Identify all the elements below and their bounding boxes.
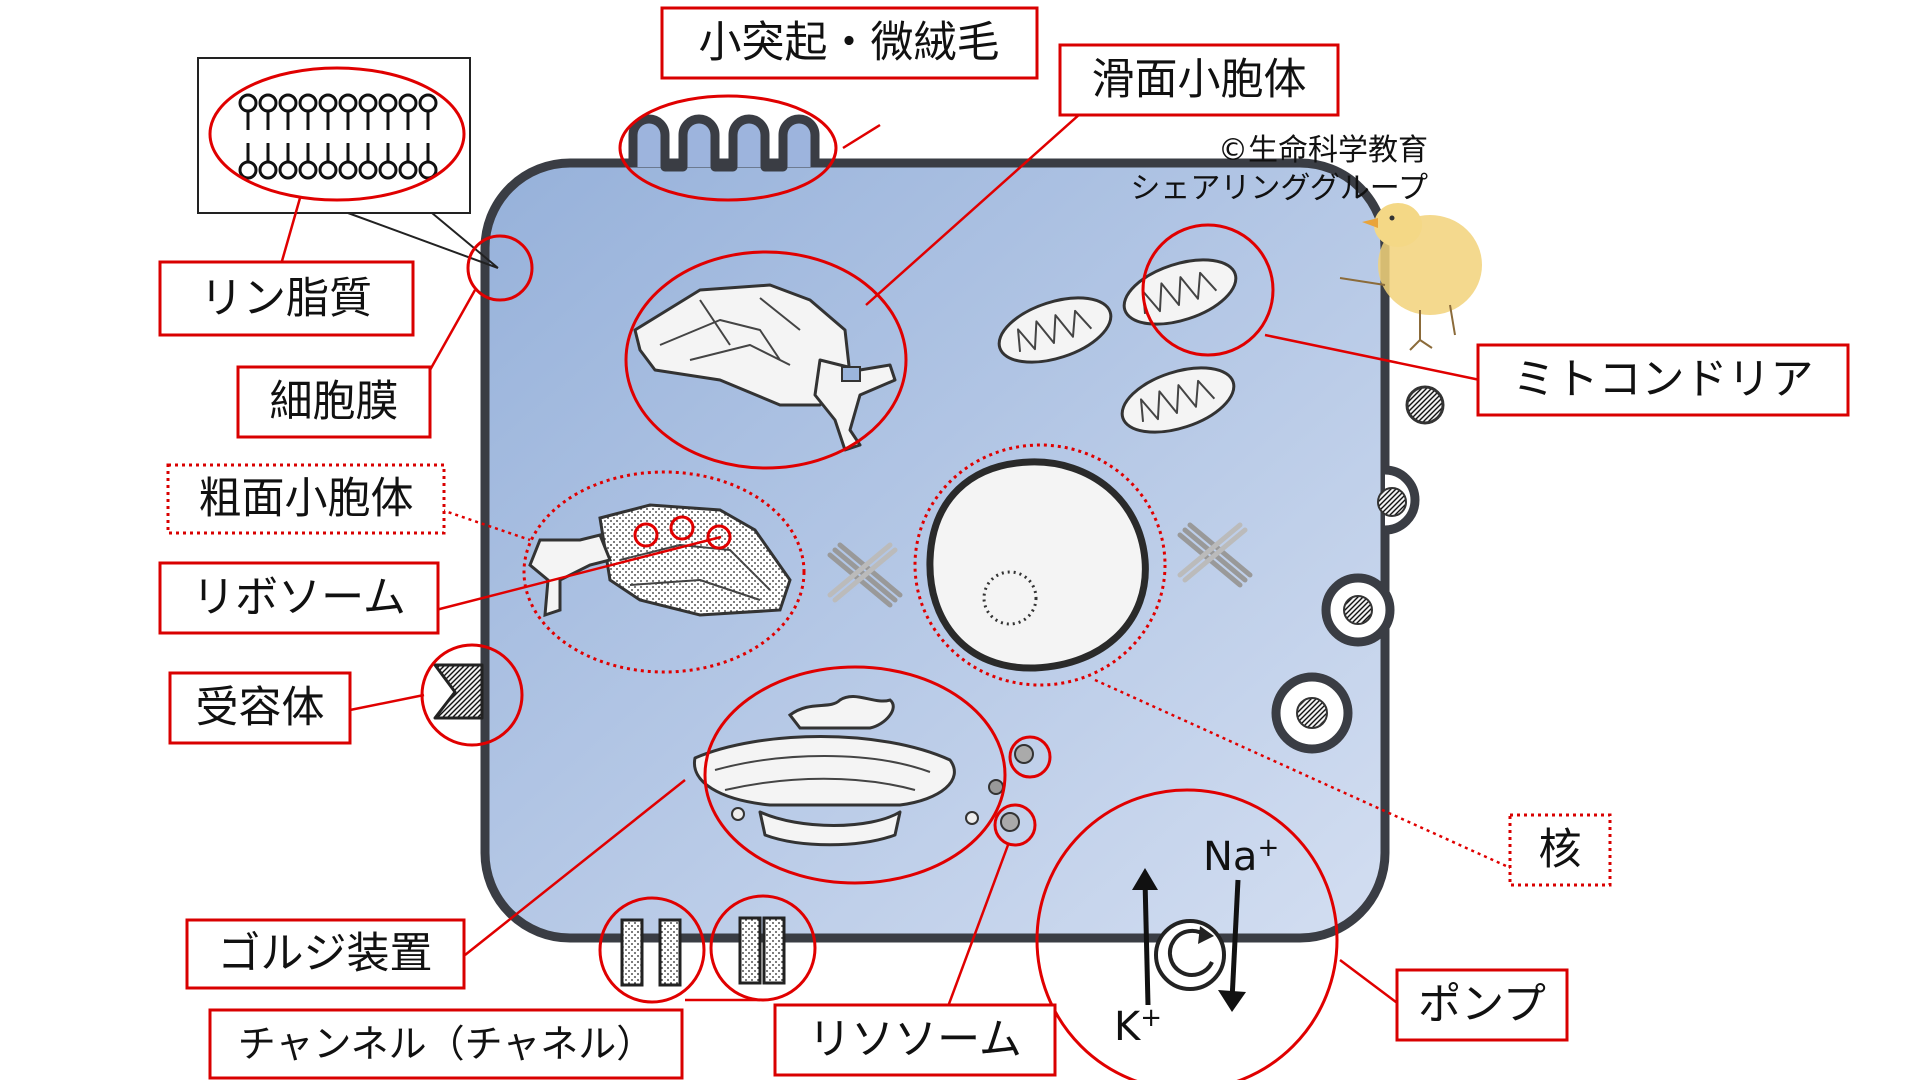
label-receptor-text: 受容体 — [196, 683, 325, 733]
ring-ribosome-3 — [706, 524, 732, 550]
ring-cell-membrane — [466, 234, 534, 302]
label-microvilli: 小突起・微絨毛 — [660, 6, 1039, 80]
golgi-illustration — [692, 694, 1004, 847]
chick-mascot — [1339, 203, 1482, 351]
label-phospholipid-text: リン脂質 — [200, 274, 372, 324]
microvilli-bumps — [628, 114, 820, 172]
centriole-right — [1177, 522, 1253, 588]
label-lysosome: リソソーム — [773, 1003, 1057, 1077]
label-nucleus: 核 — [1508, 813, 1612, 887]
ring-mitochondria — [1141, 223, 1275, 357]
ring-lysosome-1 — [1008, 735, 1052, 779]
ring-pump — [1035, 788, 1339, 1080]
leader-lines — [278, 104, 1516, 1021]
label-cell-membrane: 細胞膜 — [236, 365, 432, 439]
label-ribosome: リボソーム — [158, 561, 440, 635]
centriole-left — [827, 542, 903, 608]
ring-rough-er — [522, 470, 806, 674]
label-cell-membrane-text: 細胞膜 — [270, 377, 399, 427]
phospholipid-inset — [197, 57, 499, 269]
label-rough-er-text: 粗面小胞体 — [199, 474, 414, 524]
copyright-notice: ©生命科学教育 シェアリンググループ — [1130, 133, 1428, 206]
ring-microvilli — [618, 94, 838, 202]
label-mitochondria-text: ミトコンドリア — [1513, 355, 1814, 405]
mitochondria-illustrations — [997, 258, 1238, 434]
label-pump-text: ポンプ — [1418, 980, 1546, 1030]
label-phospholipid: リン脂質 — [158, 260, 415, 337]
nucleus-illustration — [926, 458, 1149, 672]
label-smooth-er: 滑面小胞体 — [1058, 43, 1340, 117]
ring-channel-1 — [598, 896, 706, 1004]
ring-ribosome-2 — [669, 515, 695, 541]
label-nucleus-text: 核 — [1539, 825, 1582, 875]
label-receptor: 受容体 — [168, 671, 352, 745]
ring-channel-2 — [709, 894, 817, 1002]
label-channel: チャンネル（チャネル） — [208, 1008, 684, 1080]
label-ribosome-text: リボソーム — [192, 573, 406, 623]
ring-phospholipid — [208, 66, 466, 202]
label-smooth-er-text: 滑面小胞体 — [1092, 55, 1307, 105]
smooth-er-illustration — [633, 283, 897, 452]
ring-lysosome-2 — [993, 803, 1037, 847]
ion-k-label: K+ — [1114, 1003, 1162, 1050]
rough-er-illustration — [528, 503, 792, 618]
label-channel-text: チャンネル（チャネル） — [238, 1022, 654, 1066]
lysosome-illustrations — [1000, 744, 1034, 832]
label-mitochondria: ミトコンドリア — [1476, 343, 1850, 417]
copyright-line-1: ©生命科学教育 — [1218, 133, 1428, 168]
ring-golgi — [703, 665, 1007, 885]
label-rough-er: 粗面小胞体 — [166, 463, 446, 535]
membrane-vesicles — [1271, 385, 1445, 754]
ring-ribosome-1 — [633, 522, 659, 548]
bilayer-drawing — [238, 93, 438, 180]
label-pump: ポンプ — [1395, 968, 1569, 1042]
channel-illustrations — [620, 916, 786, 987]
label-golgi-text: ゴルジ装置 — [218, 929, 433, 979]
label-microvilli-text: 小突起・微絨毛 — [699, 18, 1000, 68]
label-golgi: ゴルジ装置 — [185, 918, 466, 990]
pump-illustration: Na+ K+ — [1114, 833, 1279, 1050]
receptor-illustration — [433, 663, 484, 720]
label-lysosome-text: リソソーム — [808, 1015, 1022, 1065]
ring-nucleus — [913, 443, 1167, 687]
copyright-line-2: シェアリンググループ — [1130, 171, 1428, 206]
ion-na-label: Na+ — [1203, 833, 1279, 880]
ring-smooth-er — [624, 250, 908, 470]
